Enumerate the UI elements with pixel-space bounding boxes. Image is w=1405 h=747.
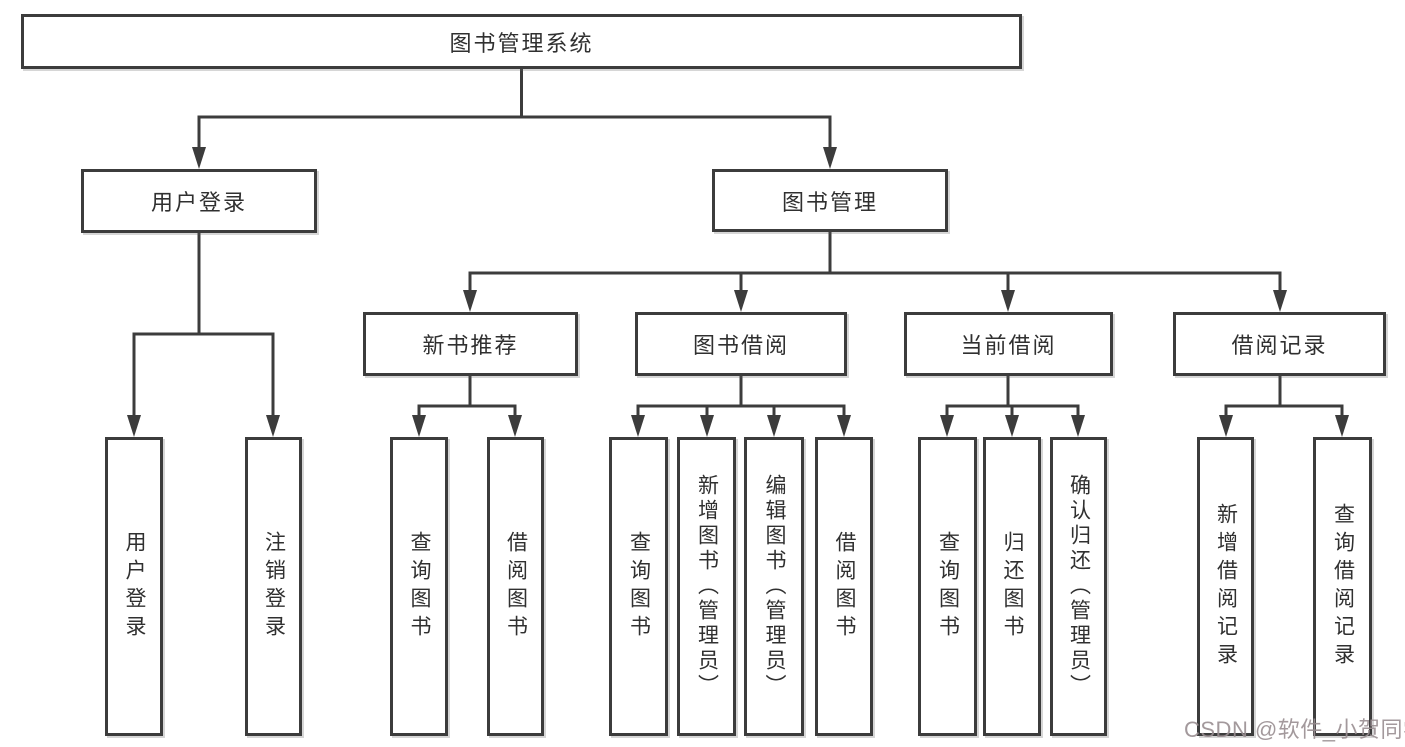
leaf-user-login: 用户登录 <box>105 437 163 736</box>
leaf-edit-book-admin: 编辑图书（管理员） <box>744 437 804 736</box>
leaf-logout: 注销登录 <box>245 437 302 736</box>
connector-book-borrow-to-leaves <box>631 376 851 437</box>
connector-new-book-rec-to-leaves <box>412 376 522 437</box>
leaf-return-book: 归还图书 <box>983 437 1041 736</box>
node-new-book-recommend: 新书推荐 <box>363 312 578 376</box>
leaf-query-borrow-record: 查询借阅记录 <box>1313 437 1372 736</box>
leaf-borrow-book-borrow: 借阅图书 <box>815 437 873 736</box>
node-current-borrow: 当前借阅 <box>904 312 1113 376</box>
connector-book-mgmt-to-level3 <box>463 232 1287 312</box>
connector-borrow-record-to-leaves <box>1219 376 1349 437</box>
watermark: CSDN @软件_小贺同学 <box>1184 717 1405 742</box>
leaf-confirm-return-admin: 确认归还（管理员） <box>1050 437 1107 736</box>
leaf-add-book-admin: 新增图书（管理员） <box>677 437 736 736</box>
connector-root-to-level2 <box>192 69 837 169</box>
node-root: 图书管理系统 <box>21 14 1022 69</box>
node-user-login: 用户登录 <box>81 169 317 233</box>
node-book-management: 图书管理 <box>712 169 948 232</box>
leaf-add-borrow-record: 新增借阅记录 <box>1197 437 1254 736</box>
connector-current-borrow-to-leaves <box>940 376 1085 437</box>
leaf-query-book-newrec: 查询图书 <box>390 437 448 736</box>
node-book-borrow: 图书借阅 <box>635 312 847 376</box>
connector-user-login-to-leaves <box>127 233 280 437</box>
leaf-query-book-borrow: 查询图书 <box>609 437 668 736</box>
leaf-borrow-book-newrec: 借阅图书 <box>487 437 544 736</box>
node-borrow-record: 借阅记录 <box>1173 312 1386 376</box>
leaf-query-book-current: 查询图书 <box>918 437 977 736</box>
